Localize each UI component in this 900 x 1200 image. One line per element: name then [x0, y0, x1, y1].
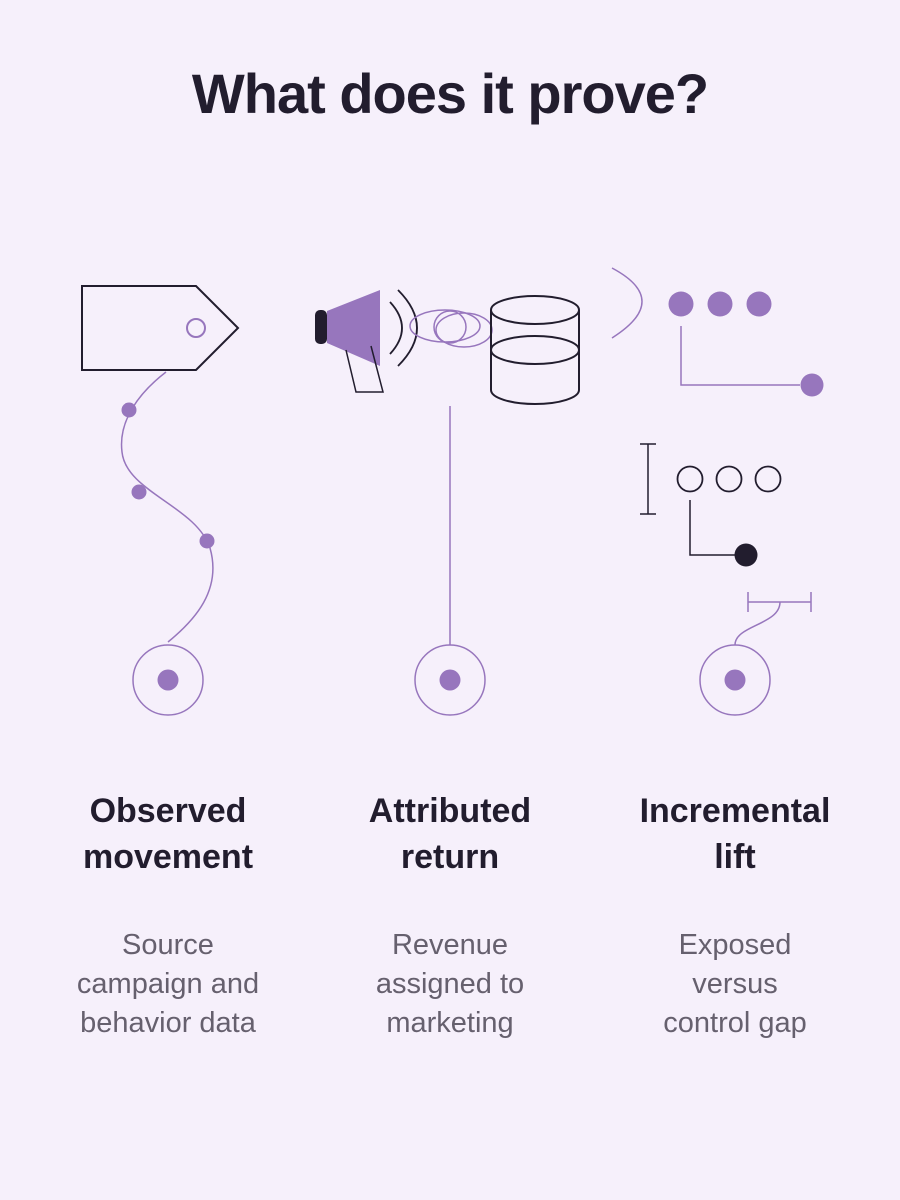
description-line: control gap [663, 1007, 807, 1039]
signal-waves-icon [389, 289, 493, 367]
target-icon [132, 644, 204, 716]
price-tag-icon [81, 285, 240, 371]
column-observed-movement: Observed movement Source campaign and be… [33, 788, 303, 1043]
heading-line: movement [82, 838, 254, 876]
column-incremental-lift: Incremental lift Exposed versus control … [600, 788, 870, 1043]
column-attributed-return: Attributed return Revenue assigned to ma… [315, 788, 585, 1043]
arc-icon [611, 267, 643, 339]
column-description: Source campaign and behavior data [33, 926, 303, 1043]
column-description: Revenue assigned to marketing [315, 926, 585, 1043]
heading-line: Incremental [639, 792, 831, 830]
description-line: Source [122, 929, 214, 961]
description-line: campaign and [76, 968, 260, 1000]
gap-bracket-icon [640, 443, 656, 515]
heading-line: Attributed [368, 792, 532, 830]
description-line: Revenue [391, 929, 509, 961]
description-line: assigned to [375, 968, 525, 1000]
measure-bracket-icon [734, 592, 812, 646]
column-heading: Observed movement [33, 788, 303, 880]
heading-line: lift [714, 838, 756, 876]
journey-dot [131, 484, 147, 500]
description-line: versus [692, 968, 778, 1000]
megaphone-icon [315, 290, 384, 393]
target-icon [699, 644, 771, 716]
description-line: marketing [386, 1007, 514, 1039]
target-icon [414, 644, 486, 716]
journey-dot [199, 533, 215, 549]
exposed-group-icon [668, 291, 824, 397]
description-line: Exposed [678, 929, 792, 961]
database-icon [490, 295, 580, 405]
heading-line: return [400, 838, 500, 876]
column-description: Exposed versus control gap [600, 926, 870, 1043]
page-title: What does it prove? [191, 62, 709, 125]
description-line: behavior data [80, 1007, 256, 1039]
column-heading: Incremental lift [600, 788, 870, 880]
column-heading: Attributed return [315, 788, 585, 880]
control-group-icon [676, 465, 782, 567]
journey-dot [121, 402, 137, 418]
heading-line: Observed [89, 792, 247, 830]
